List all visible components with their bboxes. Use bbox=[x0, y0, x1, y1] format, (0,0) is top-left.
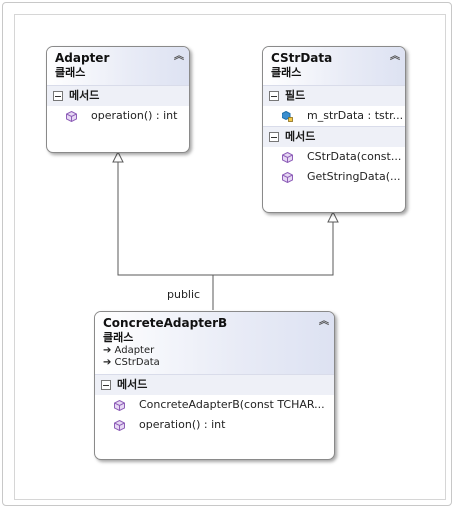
member-method[interactable]: GetStringData(... bbox=[263, 167, 405, 187]
collapse-chevron-icon[interactable]: ︽ bbox=[174, 51, 184, 62]
collapse-chevron-icon[interactable]: ︽ bbox=[390, 51, 400, 62]
class-stereotype: 클래스 bbox=[271, 66, 302, 79]
connector-to-cstrdata[interactable] bbox=[213, 222, 334, 276]
method-icon bbox=[114, 420, 125, 431]
inherits-cstrdata: ➔ CStrData bbox=[103, 357, 160, 368]
connector-label: public bbox=[167, 288, 201, 301]
member-method[interactable]: operation() : int bbox=[95, 415, 334, 435]
method-icon bbox=[282, 172, 293, 183]
section-title: 메서드 bbox=[117, 378, 148, 391]
class-header: CStrData 클래스 ︽ bbox=[263, 47, 405, 85]
generalization-arrowhead-cstrdata bbox=[327, 210, 339, 223]
inherits-adapter: ➔ Adapter bbox=[103, 345, 155, 356]
member-text: ConcreteAdapterB(const TCHAR... bbox=[139, 398, 325, 411]
section-fields[interactable]: 필드 bbox=[263, 85, 405, 106]
member-text: m_strData : tstr... bbox=[307, 109, 404, 122]
collapse-toggle-icon[interactable] bbox=[101, 380, 111, 390]
method-icon bbox=[114, 400, 125, 411]
class-stereotype: 클래스 bbox=[103, 331, 134, 344]
collapse-toggle-icon[interactable] bbox=[269, 132, 279, 142]
member-text: operation() : int bbox=[139, 418, 226, 431]
collapse-chevron-icon[interactable]: ︽ bbox=[319, 316, 329, 327]
section-methods[interactable]: 메서드 bbox=[263, 126, 405, 147]
section-methods[interactable]: 메서드 bbox=[95, 374, 334, 395]
collapse-toggle-icon[interactable] bbox=[269, 91, 279, 101]
member-field[interactable]: m_strData : tstr... bbox=[263, 106, 405, 126]
generalization-arrowhead-adapter bbox=[112, 150, 124, 163]
section-title: 메서드 bbox=[285, 130, 316, 143]
member-method[interactable]: CStrData(const... bbox=[263, 147, 405, 167]
section-title: 메서드 bbox=[69, 89, 100, 102]
member-method[interactable]: ConcreteAdapterB(const TCHAR... bbox=[95, 395, 334, 415]
class-name: ConcreteAdapterB bbox=[103, 316, 228, 330]
field-icon bbox=[282, 111, 293, 122]
class-name: Adapter bbox=[55, 51, 110, 65]
section-methods[interactable]: 메서드 bbox=[47, 85, 189, 106]
connector-to-adapter[interactable] bbox=[117, 162, 214, 310]
method-icon bbox=[66, 111, 77, 122]
class-header: Adapter 클래스 ︽ bbox=[47, 47, 189, 85]
member-text: GetStringData(... bbox=[307, 170, 401, 183]
member-method[interactable]: operation() : int bbox=[47, 106, 189, 126]
method-icon bbox=[282, 152, 293, 163]
class-header: ConcreteAdapterB 클래스 ➔ Adapter ➔ CStrDat… bbox=[95, 312, 334, 374]
member-text: CStrData(const... bbox=[307, 150, 402, 163]
class-concreteadapterb[interactable]: ConcreteAdapterB 클래스 ➔ Adapter ➔ CStrDat… bbox=[94, 311, 335, 460]
member-text: operation() : int bbox=[91, 109, 178, 122]
class-stereotype: 클래스 bbox=[55, 66, 86, 79]
class-adapter[interactable]: Adapter 클래스 ︽ 메서드 operation() : int bbox=[46, 46, 190, 153]
class-name: CStrData bbox=[271, 51, 333, 65]
class-cstrdata[interactable]: CStrData 클래스 ︽ 필드 m_strData : tstr... 메서… bbox=[262, 46, 406, 213]
section-title: 필드 bbox=[285, 89, 306, 102]
collapse-toggle-icon[interactable] bbox=[53, 91, 63, 101]
